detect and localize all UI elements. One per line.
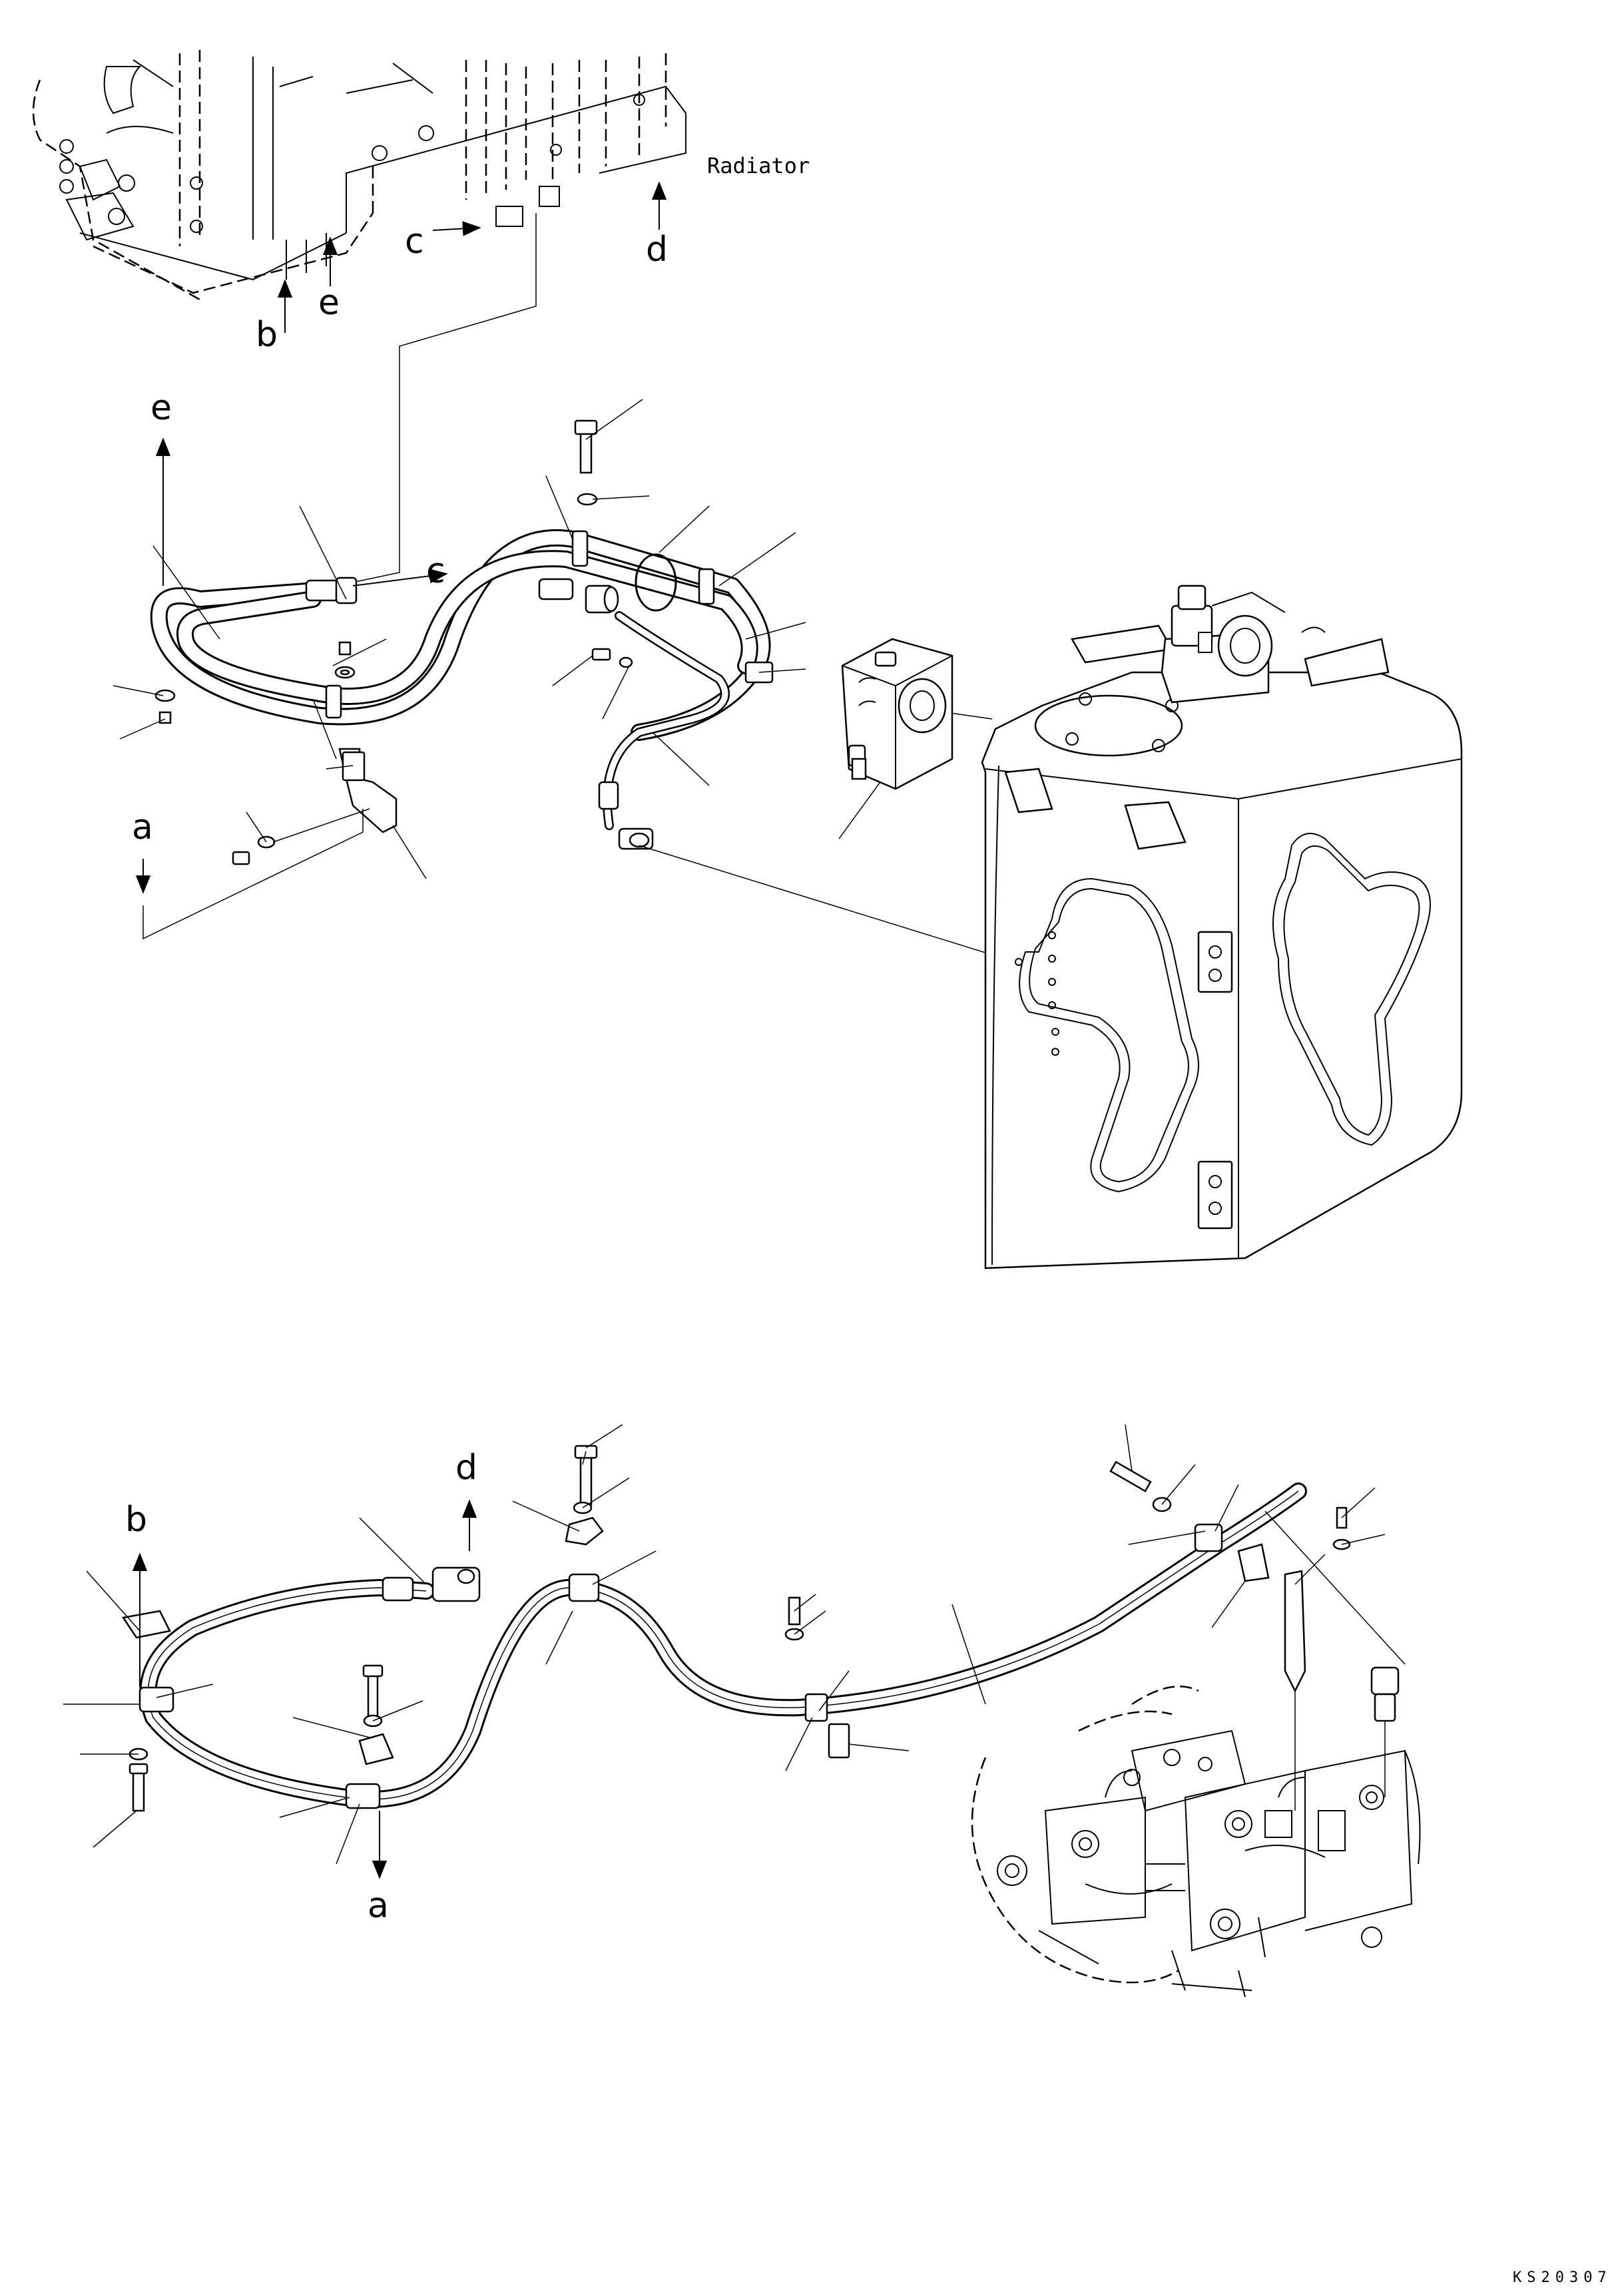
marker-d-bottom: d [455, 1448, 477, 1488]
marker-e-hose: e [150, 388, 172, 428]
upper-hose-assembly [150, 419, 774, 865]
part-leaders-upper [113, 399, 1016, 963]
marker-group-lower-hose: b d a [125, 1448, 477, 1926]
marker-b-top: b [256, 315, 278, 355]
radiator-label: Radiator [707, 153, 810, 178]
marker-e-top: e [318, 283, 340, 323]
radiator-assembly [32, 50, 686, 301]
leader-radiator-to-hose [336, 213, 537, 586]
marker-d-top: d [646, 230, 668, 270]
marker-b-bottom: b [125, 1500, 147, 1540]
hydraulic-tank [981, 584, 1463, 1269]
marker-a-bottom: a [368, 1886, 389, 1926]
marker-a-hose: a [132, 807, 153, 847]
marker-group-upper-hose: c e a [132, 388, 448, 940]
part-leaders-lower [63, 1424, 1406, 1865]
marker-c-top: c [405, 222, 424, 262]
lower-hose-assembly [121, 1445, 1400, 1812]
marker-group-radiator: b e c d [256, 181, 668, 355]
figure-code: KS203076 [1513, 2269, 1610, 2286]
valve-block [841, 638, 953, 790]
marker-c-hose: c [426, 551, 445, 591]
main-pump-assembly [971, 1686, 1421, 1998]
